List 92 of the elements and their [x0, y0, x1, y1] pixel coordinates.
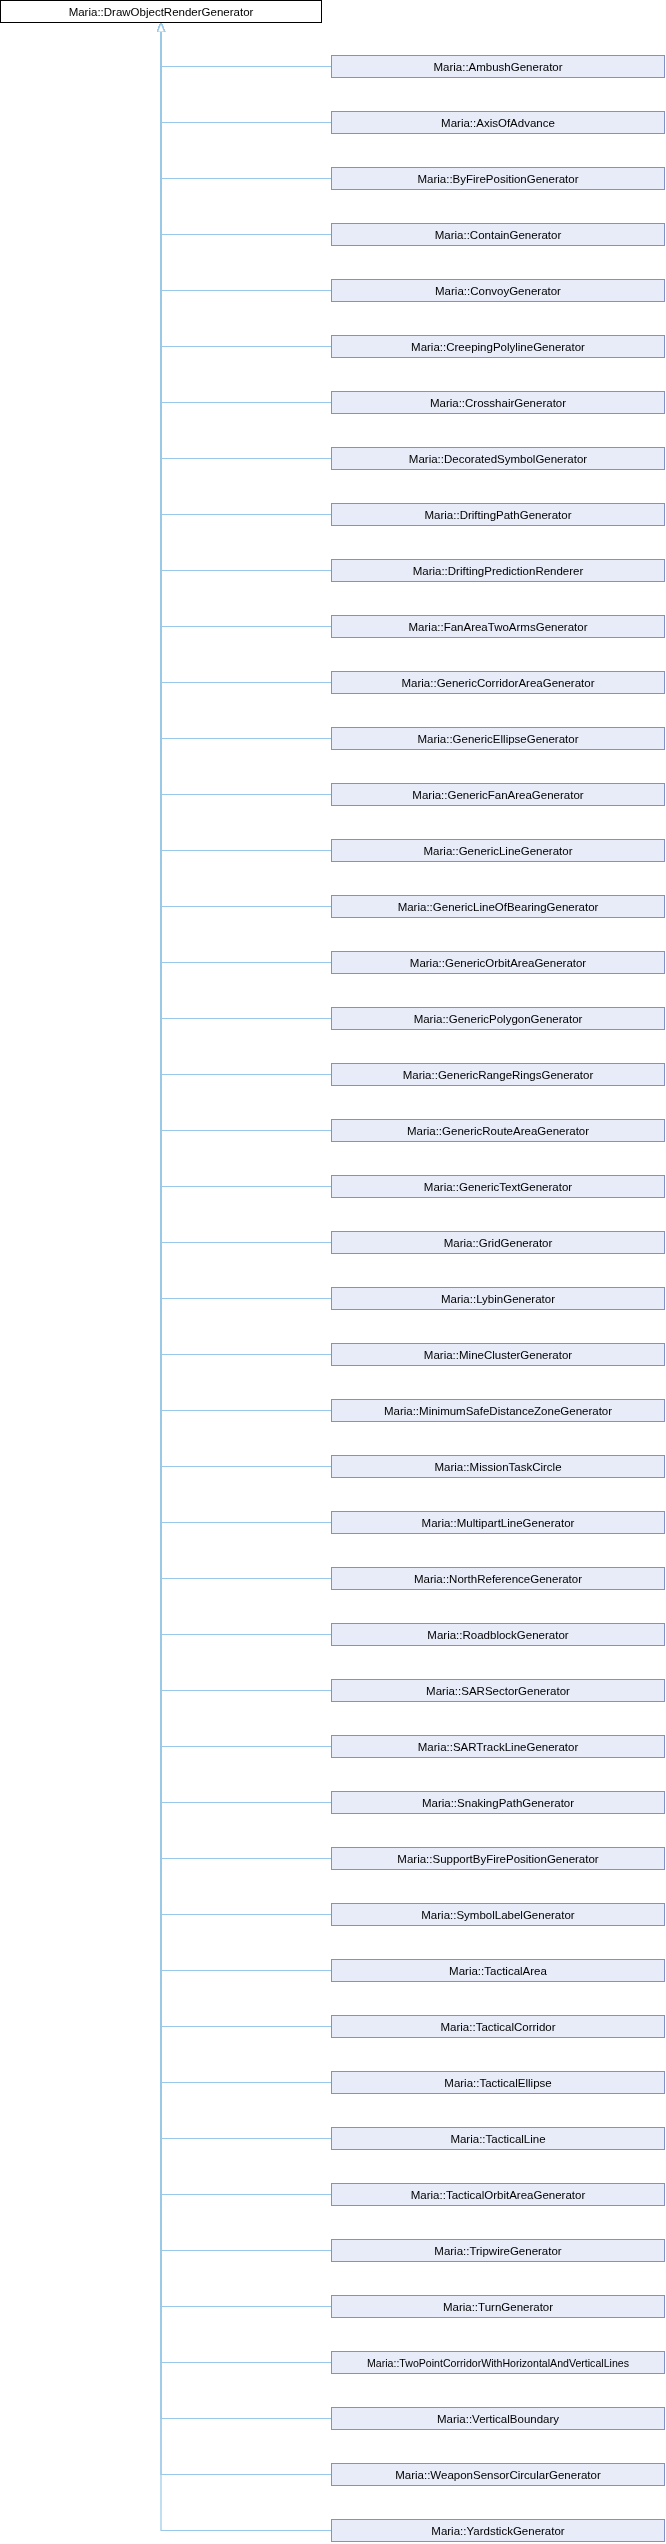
- class-name: Maria::MinimumSafeDistanceZoneGenerator: [383, 1404, 613, 1417]
- class-box: [331, 335, 665, 358]
- class-box: [331, 447, 665, 470]
- class-name: Maria::GenericPolygonGenerator: [413, 1012, 583, 1025]
- class-name: Maria::DriftingPredictionRenderer: [412, 564, 584, 577]
- class-name: Maria::GenericTextGenerator: [423, 1180, 573, 1193]
- class-box: [331, 559, 665, 582]
- class-name: Maria::GenericOrbitAreaGenerator: [409, 956, 587, 969]
- class-box: [331, 391, 665, 414]
- class-box: [331, 167, 665, 190]
- class-name: Maria::AxisOfAdvance: [441, 116, 555, 129]
- class-box: [0, 0, 322, 23]
- class-box: [331, 839, 665, 862]
- class-name: Maria::ConvoyGenerator: [435, 284, 561, 297]
- class-name: Maria::MultipartLineGenerator: [421, 1516, 575, 1529]
- class-box: [331, 2239, 665, 2262]
- class-box: [331, 1791, 665, 1814]
- class-box: [331, 111, 665, 134]
- class-name: Maria::SupportByFirePositionGenerator: [397, 1852, 599, 1865]
- class-box: [331, 2183, 665, 2206]
- class-box: [331, 503, 665, 526]
- class-name: Maria::NorthReferenceGenerator: [413, 1572, 583, 1585]
- class-name: Maria::TurnGenerator: [442, 2300, 554, 2313]
- class-name: Maria::SARSectorGenerator: [426, 1684, 570, 1697]
- class-box: [331, 783, 665, 806]
- class-box: [331, 1007, 665, 1030]
- class-box: [331, 1903, 665, 1926]
- class-name: Maria::TripwireGenerator: [434, 2244, 562, 2257]
- class-name: Maria::WeaponSensorCircularGenerator: [395, 2468, 601, 2481]
- class-name: Maria::GenericRangeRingsGenerator: [402, 1068, 594, 1081]
- class-box: [331, 1399, 665, 1422]
- class-box: [331, 1119, 665, 1142]
- class-box: [331, 2015, 665, 2038]
- class-name: Maria::GenericEllipseGenerator: [417, 732, 579, 745]
- class-box: [331, 671, 665, 694]
- class-name: Maria::GenericRouteAreaGenerator: [406, 1124, 590, 1137]
- class-name: Maria::GridGenerator: [443, 1236, 553, 1249]
- class-name: Maria::ByFirePositionGenerator: [417, 172, 579, 185]
- class-name: Maria::TacticalOrbitAreaGenerator: [410, 2188, 586, 2201]
- class-name: Maria::DrawObjectRenderGenerator: [68, 5, 254, 18]
- class-box: [331, 223, 665, 246]
- class-name: Maria::ContainGenerator: [434, 228, 562, 241]
- class-box: [331, 2351, 665, 2374]
- class-name: Maria::DecoratedSymbolGenerator: [408, 452, 588, 465]
- class-box: [331, 2295, 665, 2318]
- class-name: Maria::TwoPointCorridorWithHorizontalAndVerticalLines: [367, 2356, 629, 2369]
- class-name: Maria::TacticalArea: [449, 1964, 547, 1977]
- class-box: [331, 1063, 665, 1086]
- class-box: [331, 1735, 665, 1758]
- class-box: [331, 55, 665, 78]
- class-box: [331, 2519, 665, 2542]
- class-box: [331, 1175, 665, 1198]
- class-box: [331, 1623, 665, 1646]
- class-name: Maria::GenericLineOfBearingGenerator: [397, 900, 599, 913]
- class-box: [331, 2127, 665, 2150]
- class-name: Maria::TacticalEllipse: [444, 2076, 552, 2089]
- class-name: Maria::YardstickGenerator: [431, 2524, 565, 2537]
- class-box: [331, 1455, 665, 1478]
- class-name: Maria::GenericFanAreaGenerator: [412, 788, 584, 801]
- class-box: [331, 1959, 665, 1982]
- class-name: Maria::SARTrackLineGenerator: [417, 1740, 579, 1753]
- class-name: Maria::GenericCorridorAreaGenerator: [401, 676, 595, 689]
- class-name: Maria::MineClusterGenerator: [423, 1348, 573, 1361]
- class-box: [331, 1847, 665, 1870]
- class-name: Maria::MissionTaskCircle: [434, 1460, 562, 1473]
- class-name: Maria::AmbushGenerator: [433, 60, 563, 73]
- class-box: [331, 615, 665, 638]
- class-box: [331, 1231, 665, 1254]
- class-box: [331, 727, 665, 750]
- class-box: [331, 1343, 665, 1366]
- class-box: [331, 279, 665, 302]
- class-box: [331, 1287, 665, 1310]
- class-name: Maria::GenericLineGenerator: [423, 844, 573, 857]
- class-box: [331, 2463, 665, 2486]
- class-name: Maria::LybinGenerator: [441, 1292, 555, 1305]
- class-name: Maria::DriftingPathGenerator: [424, 508, 572, 521]
- class-name: Maria::TacticalCorridor: [440, 2020, 556, 2033]
- class-box: [331, 895, 665, 918]
- class-name: Maria::CreepingPolylineGenerator: [411, 340, 585, 353]
- class-name: Maria::RoadblockGenerator: [427, 1628, 569, 1641]
- class-box: [331, 1567, 665, 1590]
- class-name: Maria::CrosshairGenerator: [429, 396, 567, 409]
- class-box: [331, 951, 665, 974]
- class-box: [331, 2407, 665, 2430]
- class-name: Maria::SnakingPathGenerator: [421, 1796, 575, 1809]
- class-box: [331, 1511, 665, 1534]
- class-box: [331, 2071, 665, 2094]
- class-name: Maria::TacticalLine: [450, 2132, 546, 2145]
- class-box: [331, 1679, 665, 1702]
- class-name: Maria::SymbolLabelGenerator: [421, 1908, 575, 1921]
- class-name: Maria::VerticalBoundary: [436, 2412, 560, 2425]
- class-name: Maria::FanAreaTwoArmsGenerator: [408, 620, 588, 633]
